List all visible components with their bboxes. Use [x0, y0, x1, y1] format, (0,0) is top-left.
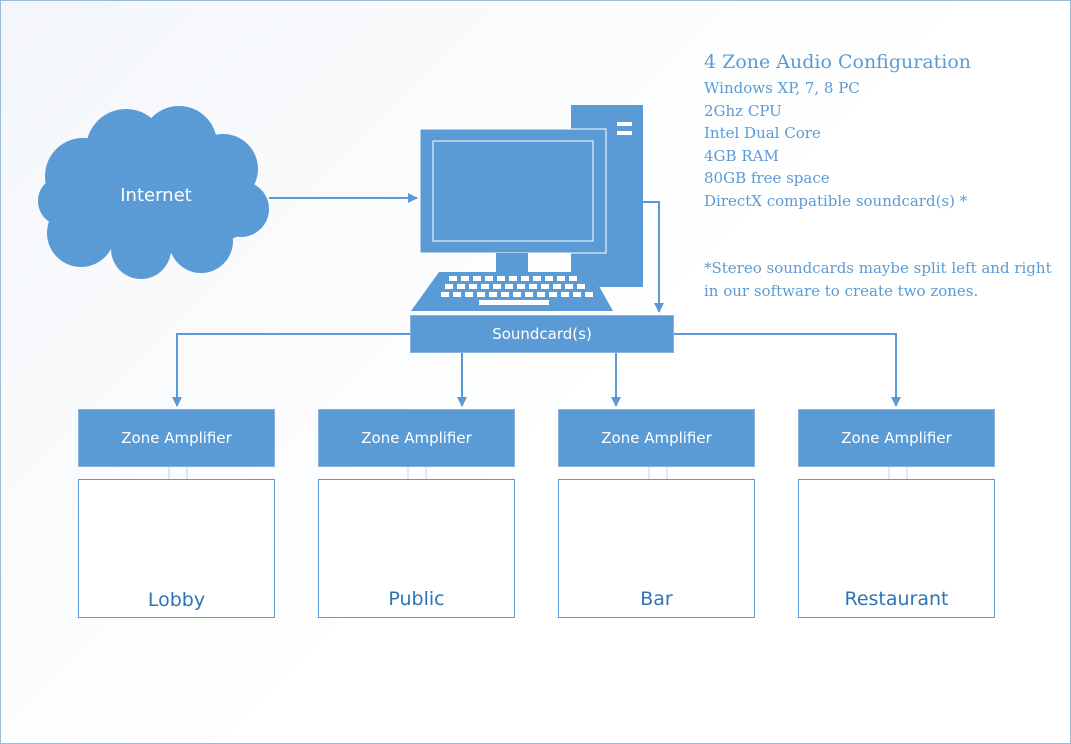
amplifier-label: Zone Amplifier [121, 429, 232, 447]
footnote-line: *Stereo soundcards maybe split left and … [704, 259, 1052, 277]
spec-line: Intel Dual Core [704, 124, 821, 142]
soundcard-label: Soundcard(s) [492, 325, 592, 343]
soundcard-to-amplifier-arrows [172, 333, 901, 407]
room-label: Public [388, 588, 445, 610]
zone-amplifier-box: Zone Amplifier [558, 409, 755, 467]
zone-amplifier-box: Zone Amplifier [798, 409, 995, 467]
zone-room-box: Lobby [78, 479, 275, 618]
room-label: Bar [640, 588, 673, 610]
zone-amplifier-box: Zone Amplifier [78, 409, 275, 467]
spec-line: 2Ghz CPU [704, 101, 782, 120]
pc-to-soundcard-arrow [643, 201, 664, 313]
internet-cloud-icon [38, 106, 269, 279]
zone-amplifier-box: Zone Amplifier [318, 409, 515, 467]
soundcard-box: Soundcard(s) [410, 315, 674, 353]
amplifier-label: Zone Amplifier [841, 429, 952, 447]
spec-line: DirectX compatible soundcard(s) * [704, 191, 968, 210]
zone-room-box: Bar [558, 479, 755, 618]
stereo-footnote: *Stereo soundcards maybe split left and … [704, 257, 1064, 302]
spec-line: 80GB free space [704, 169, 830, 187]
room-label: Restaurant [844, 588, 949, 610]
config-title: 4 Zone Audio Configuration [704, 51, 972, 73]
internet-label: Internet [120, 185, 192, 206]
spec-line: 4GB RAM [704, 146, 779, 165]
zone-room-box: Restaurant [798, 479, 995, 618]
amplifier-label: Zone Amplifier [361, 429, 472, 447]
footnote-line: in our software to create two zones. [704, 281, 979, 300]
room-label: Lobby [147, 589, 206, 611]
spec-line: Windows XP, 7, 8 PC [704, 79, 860, 97]
system-requirements: 4 Zone Audio Configuration Windows XP, 7… [704, 51, 971, 212]
zone-room-box: Public [318, 479, 515, 618]
amplifier-label: Zone Amplifier [601, 429, 712, 447]
computer-icon [411, 105, 643, 311]
